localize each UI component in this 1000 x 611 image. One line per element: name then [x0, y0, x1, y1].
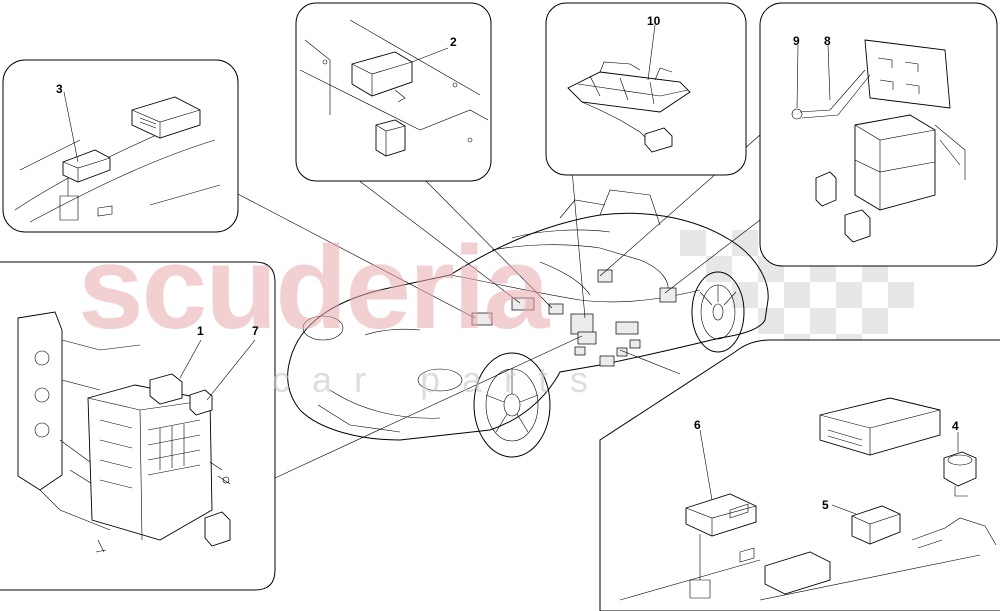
callout-1: 1	[197, 324, 204, 338]
callout-3: 3	[56, 82, 63, 96]
callout-8: 8	[824, 34, 831, 48]
panel-part-1-7	[0, 261, 276, 591]
car-illustration	[287, 189, 769, 458]
callout-5: 5	[822, 498, 829, 512]
panel-part-3	[2, 59, 239, 233]
leader-lines	[233, 134, 761, 479]
watermark-brand: scuderia	[78, 222, 551, 354]
panel-part-6-5-4	[599, 339, 1000, 611]
watermark: scuderia car parts	[78, 222, 610, 400]
callout-6: 6	[694, 418, 701, 432]
panel-part-9-8	[759, 2, 998, 267]
watermark-sub: car parts	[272, 359, 610, 400]
callout-labels: 3 2 10 9 8 1 7 6 4 5	[56, 14, 959, 512]
callout-7: 7	[252, 324, 259, 338]
callout-2: 2	[450, 35, 457, 49]
callout-4: 4	[952, 419, 959, 433]
callout-9: 9	[793, 34, 800, 48]
callout-10: 10	[647, 14, 661, 28]
panel-part-10	[545, 2, 747, 176]
panel-part-2	[295, 2, 492, 182]
